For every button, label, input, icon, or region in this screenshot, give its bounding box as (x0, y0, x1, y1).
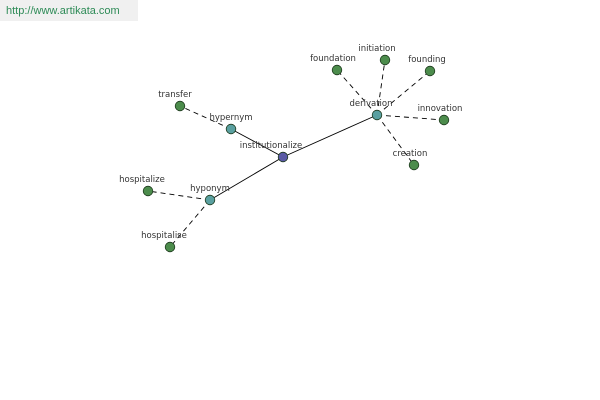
edge-center-hypernym (230, 128, 284, 158)
edge-center-hyponym (209, 156, 284, 201)
relation-label-derivation: derivation (349, 99, 392, 109)
watermark: http://www.artikata.com (0, 0, 138, 21)
word-label-hospitalize: hospitalize (119, 175, 165, 185)
word-node-hospitalise[interactable] (164, 241, 176, 253)
relation-label-hyponym: hyponym (190, 184, 230, 194)
edge-hypernym-transfer (179, 105, 232, 130)
word-node-founding[interactable] (424, 65, 436, 77)
word-node-foundation[interactable] (331, 64, 343, 76)
watermark-url[interactable]: http://www.artikata.com (6, 5, 120, 17)
word-node-hospitalize[interactable] (142, 185, 154, 197)
graph-edges (147, 59, 445, 248)
word-node-transfer[interactable] (174, 100, 186, 112)
word-label-hospitalise: hospitalise (141, 231, 187, 241)
relation-label-hypernym: hypernym (209, 113, 252, 123)
edge-derivation-founding (376, 70, 431, 116)
word-label-creation: creation (393, 149, 428, 159)
edge-derivation-foundation (336, 69, 378, 116)
relation-node-derivation[interactable] (371, 109, 383, 121)
word-label-foundation: foundation (310, 54, 356, 64)
center-node-label: institutionalize (240, 141, 303, 151)
edge-hyponym-hospitalize (147, 190, 211, 201)
word-label-innovation: innovation (418, 104, 463, 114)
relation-node-hypernym[interactable] (225, 123, 237, 135)
word-node-initiation[interactable] (379, 54, 391, 66)
graph-nodes (142, 54, 450, 253)
edge-derivation-innovation (376, 114, 445, 121)
center-node[interactable] (277, 151, 289, 163)
edge-derivation-initiation (376, 59, 386, 116)
edge-hyponym-hospitalise (169, 199, 211, 248)
relation-node-hyponym[interactable] (204, 194, 216, 206)
edge-center-derivation (282, 114, 378, 158)
edge-derivation-creation (376, 114, 415, 166)
graph-labels: institutionalize hypernym transfer hyponym h… (119, 44, 462, 241)
word-label-initiation: initiation (358, 44, 395, 54)
word-label-transfer: transfer (158, 90, 192, 100)
word-node-creation[interactable] (408, 159, 420, 171)
word-label-founding: founding (408, 55, 446, 65)
word-node-innovation[interactable] (438, 114, 450, 126)
